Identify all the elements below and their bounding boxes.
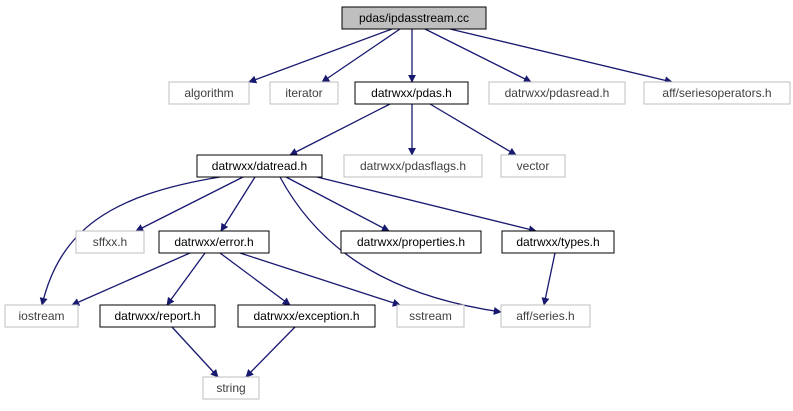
node-seriesops: aff/seriesoperators.h [643, 81, 791, 105]
edge-exception-to-string [245, 326, 296, 378]
node-box [488, 81, 626, 105]
node-label: iterator [285, 86, 322, 100]
node-label: datrwxx/error.h [174, 235, 253, 249]
edge-pdas_h-to-vector [429, 103, 517, 156]
dependency-nodes: pdas/ipdasstream.cc algorithm iterator datr… [4, 6, 791, 400]
node-iostream: iostream [4, 304, 79, 328]
edge-root-to-seriesops [449, 28, 673, 85]
edge-error-to-sstream [239, 252, 401, 307]
node-label: datrwxx/properties.h [357, 235, 465, 249]
node-label: sffxx.h [93, 235, 127, 249]
edge-error-to-iostream [71, 252, 191, 306]
edge-datread-to-sffxx [135, 176, 244, 232]
edge-root-to-algorithm [248, 28, 393, 84]
node-label: datrwxx/pdasflags.h [360, 159, 466, 173]
node-pdasflags: datrwxx/pdasflags.h [343, 154, 483, 178]
edge-error-to-report [166, 252, 206, 306]
node-box [196, 154, 323, 178]
node-box [75, 230, 145, 254]
edge-root-to-iterator [321, 28, 401, 83]
node-box [202, 376, 260, 400]
node-box [500, 304, 591, 328]
node-types[interactable]: datrwxx/types.h [501, 230, 615, 254]
node-label: datrwxx/exception.h [253, 309, 359, 323]
node-label: sstream [409, 309, 452, 323]
node-label: algorithm [184, 86, 233, 100]
node-series: aff/series.h [500, 304, 591, 328]
edge-report-to-string [171, 326, 219, 378]
node-datread[interactable]: datrwxx/datread.h [196, 154, 323, 178]
node-sstream: sstream [396, 304, 465, 328]
node-iterator: iterator [269, 81, 339, 105]
node-box [341, 6, 487, 30]
node-box [99, 304, 216, 328]
node-box [354, 81, 469, 105]
node-box [500, 154, 566, 178]
edge-types-to-series [541, 252, 556, 306]
node-box [168, 81, 250, 105]
node-label: aff/seriesoperators.h [662, 86, 771, 100]
node-report[interactable]: datrwxx/report.h [99, 304, 216, 328]
node-label: pdas/ipdasstream.cc [359, 11, 469, 25]
edge-datread-to-properties [285, 176, 390, 232]
node-label: datrwxx/pdas.h [371, 86, 452, 100]
node-label: aff/series.h [516, 309, 574, 323]
node-label: datrwxx/types.h [516, 235, 599, 249]
node-vector: vector [500, 154, 566, 178]
node-label: string [216, 381, 245, 395]
node-label: datrwxx/pdasread.h [505, 86, 610, 100]
node-box [237, 304, 376, 328]
node-box [501, 230, 615, 254]
dependency-edges [39, 28, 673, 378]
node-label: datrwxx/report.h [114, 309, 200, 323]
edge-datread-to-types [316, 176, 537, 234]
node-pdasread: datrwxx/pdasread.h [488, 81, 626, 105]
node-box [340, 230, 482, 254]
edge-datread-to-error [220, 176, 256, 232]
edge-datread-to-iostream [39, 176, 221, 306]
node-box [269, 81, 339, 105]
node-box [158, 230, 270, 254]
node-box [396, 304, 465, 328]
node-root: pdas/ipdasstream.cc [341, 6, 487, 30]
node-string: string [202, 376, 260, 400]
node-properties[interactable]: datrwxx/properties.h [340, 230, 482, 254]
node-pdas_h[interactable]: datrwxx/pdas.h [354, 81, 469, 105]
node-algorithm: algorithm [168, 81, 250, 105]
node-error[interactable]: datrwxx/error.h [158, 230, 270, 254]
node-label: vector [517, 159, 550, 173]
edge-error-to-exception [219, 252, 291, 306]
node-label: datrwxx/datread.h [212, 159, 307, 173]
node-box [343, 154, 483, 178]
node-label: iostream [18, 309, 64, 323]
node-exception[interactable]: datrwxx/exception.h [237, 304, 376, 328]
edge-datread-to-series [279, 176, 502, 315]
edge-root-to-pdasread [424, 28, 532, 83]
node-box [4, 304, 79, 328]
node-sffxx: sffxx.h [75, 230, 145, 254]
edge-pdas_h-to-datread [289, 103, 391, 156]
node-box [643, 81, 791, 105]
